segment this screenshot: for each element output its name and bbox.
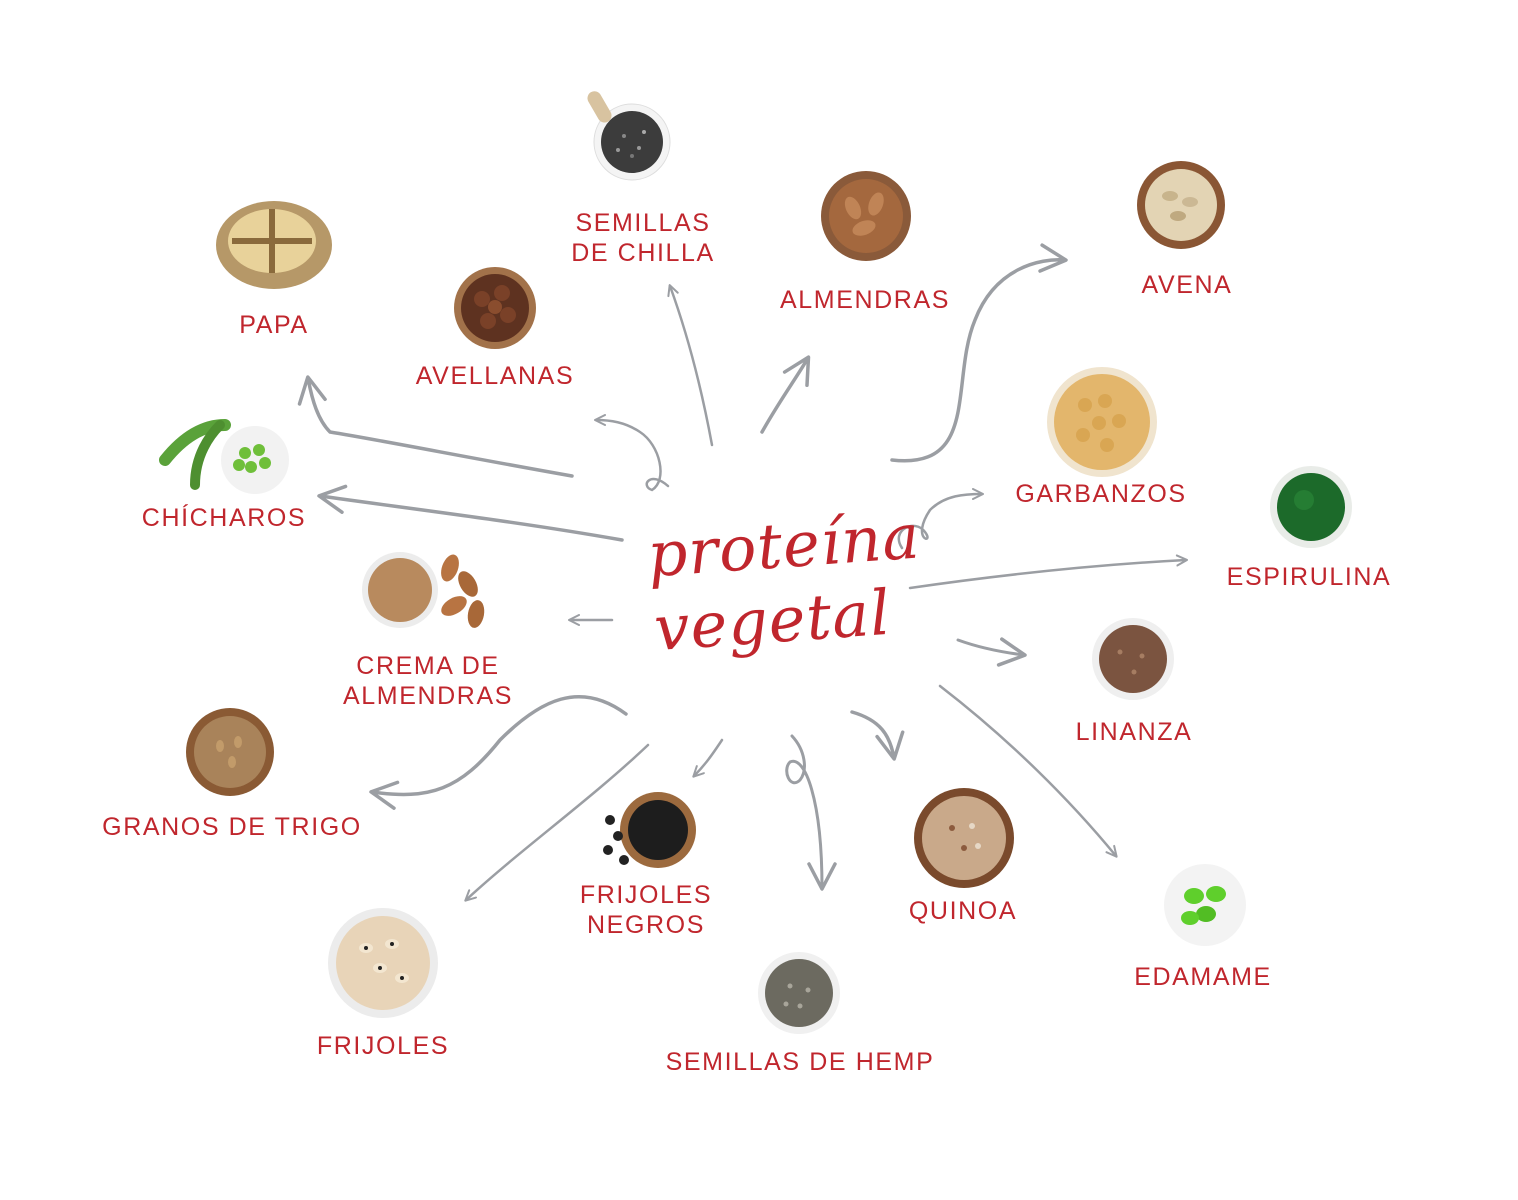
arrow-garbanzos	[897, 488, 984, 550]
quinoa-image	[914, 788, 1014, 888]
label-avellanas: AVELLANAS	[415, 362, 575, 390]
arrow-frijoles	[464, 743, 650, 902]
label-linanza: LINANZA	[1075, 718, 1193, 746]
arrow-espirulina	[908, 554, 1188, 590]
peas-image	[159, 419, 289, 494]
wheat-grains-image	[186, 708, 274, 796]
chickpeas-image	[1047, 367, 1157, 477]
black-beans-image	[603, 792, 696, 868]
beans-image	[328, 908, 438, 1018]
arrow-papa	[297, 375, 574, 478]
flaxseed-image	[1092, 618, 1174, 700]
potato-image	[216, 201, 332, 289]
edamame-image	[1164, 864, 1246, 946]
almond-butter-image	[362, 552, 485, 628]
arrow-avena	[890, 243, 1068, 463]
label-chia: SEMILLAS DE CHILLA	[571, 209, 715, 267]
label-almendras: ALMENDRAS	[780, 286, 950, 314]
arrow-trigo	[369, 695, 628, 810]
spirulina-image	[1270, 466, 1352, 548]
label-avena: AVENA	[1141, 271, 1233, 299]
arrow-chia	[667, 284, 714, 447]
label-papa: PAPA	[239, 311, 309, 339]
arrow-hemp	[785, 734, 837, 891]
hemp-seeds-image	[758, 952, 840, 1034]
oats-image	[1137, 161, 1225, 249]
arrow-frijoles-negros	[692, 738, 724, 778]
arrow-almendras	[760, 355, 811, 434]
almonds-image	[821, 171, 911, 261]
chia-seeds-image	[587, 91, 671, 181]
label-garbanzos: GARBANZOS	[1015, 480, 1187, 508]
label-frijoles: FRIJOLES	[316, 1032, 450, 1060]
label-crema-de-almendras: CREMA DE ALMENDRAS	[343, 652, 513, 710]
label-granos-de-trigo: GRANOS DE TRIGO	[102, 813, 362, 841]
label-semillas-de-hemp: SEMILLAS DE HEMP	[665, 1048, 935, 1076]
hazelnuts-image	[454, 267, 536, 349]
label-quinoa: QUINOA	[908, 897, 1018, 925]
arrow-chicharos	[317, 484, 624, 542]
arrow-quinoa	[850, 710, 905, 761]
label-frijoles-negros: FRIJOLES NEGROS	[579, 881, 713, 939]
label-chicharos: CHÍCHAROS	[141, 504, 307, 532]
center-title: proteína vegetal	[645, 500, 922, 666]
arrow-edamame	[938, 684, 1118, 858]
arrow-linanza	[956, 637, 1027, 667]
arrow-avellanas	[594, 414, 670, 492]
label-espirulina: ESPIRULINA	[1226, 563, 1392, 591]
label-edamame: EDAMAME	[1134, 963, 1272, 991]
